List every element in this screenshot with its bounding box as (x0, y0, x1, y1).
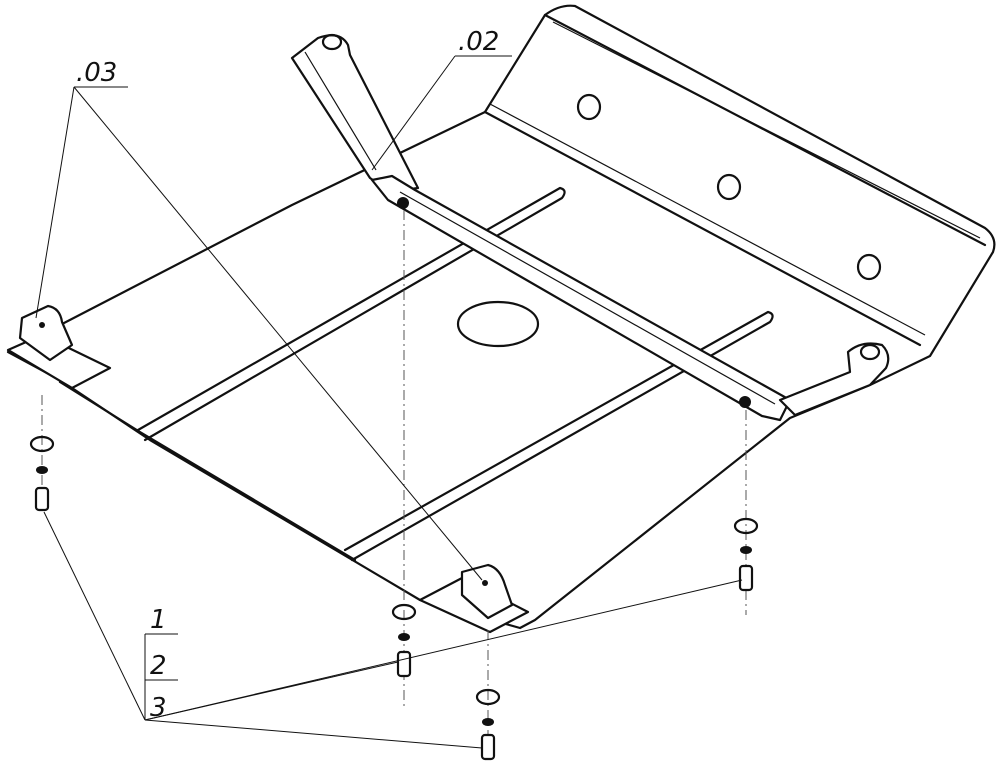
washer-icon (733, 517, 759, 535)
front-flange-bend (483, 110, 922, 347)
leader-123-to-left-bolt (43, 511, 146, 721)
rib-right-outer (343, 310, 774, 562)
bolt-icon (480, 733, 496, 761)
bolt-icon (396, 650, 412, 678)
cross-member-right-hole (859, 343, 881, 361)
part-labels: .02 .03 1 2 3 (76, 27, 499, 723)
center-opening (456, 300, 540, 348)
cross-member-beam (370, 174, 792, 422)
bolt-icon (34, 486, 50, 512)
leader-123-to-bottom-bolt (144, 719, 483, 749)
cross-member-left-arm-edge (304, 51, 377, 171)
rib-left-outer (136, 186, 566, 442)
skid-plate-outline (6, 4, 996, 630)
front-flange-crease (552, 21, 981, 239)
label-part-3: 3 (150, 693, 167, 723)
label-part-03: .03 (76, 58, 117, 88)
bracket-bottom-hole (482, 580, 488, 586)
flange-hole-2 (716, 173, 742, 201)
cross-member (290, 33, 890, 422)
leader-03-left (35, 86, 75, 319)
bracket-bottom-upright (460, 563, 514, 620)
bracket-left (6, 304, 112, 390)
label-part-02: .02 (458, 27, 499, 57)
label-part-2: 2 (150, 651, 167, 681)
lock-washer-icon (398, 633, 410, 641)
bracket-left-upright (18, 304, 74, 362)
fastener-right (733, 517, 759, 592)
bracket-left-hole (39, 322, 45, 328)
cross-member-bolt-hole-left (397, 197, 409, 209)
leader-02 (371, 55, 456, 171)
cross-member-top-hole (321, 33, 343, 51)
fastener-center-left (391, 603, 417, 678)
cross-member-left-arm (290, 34, 420, 194)
washer-icon (391, 603, 417, 621)
leader-lines (35, 55, 743, 749)
flange-hole-3 (856, 253, 882, 281)
skid-plate (6, 4, 996, 630)
front-flange-top-edge (543, 13, 987, 247)
bolt-icon (738, 564, 754, 592)
washer-icon (475, 688, 501, 706)
fastener-center-bottom (475, 688, 501, 761)
cross-member-right-arm (778, 342, 890, 417)
washer-icon (29, 435, 55, 453)
cross-member-beam-edge (399, 191, 776, 405)
front-flange-bend-inner (489, 103, 926, 336)
left-bottom-edge (58, 380, 357, 562)
label-part-1: 1 (150, 605, 167, 635)
bracket-bottom (418, 563, 530, 634)
fastener-left (29, 435, 55, 512)
leader-123-to-right-bolt (144, 579, 743, 721)
lock-washer-icon (740, 546, 752, 554)
leader-03-bottom (73, 86, 483, 581)
lock-washer-icon (36, 466, 48, 474)
cross-member-bolt-hole-right (739, 396, 751, 408)
lock-washer-icon (482, 718, 494, 726)
flange-hole-1 (576, 93, 602, 121)
